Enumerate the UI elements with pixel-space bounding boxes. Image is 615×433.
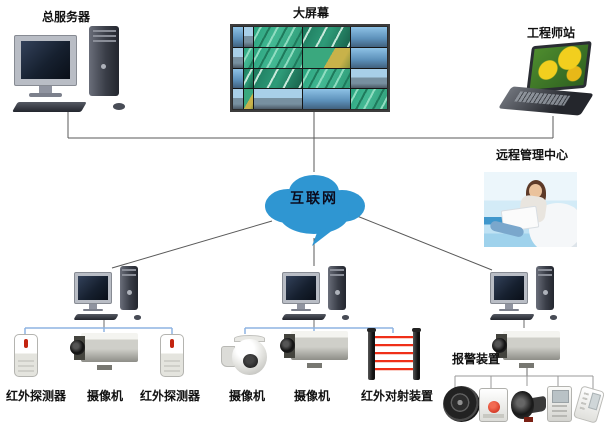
group1-device-label-3: 红外探测器 xyxy=(140,389,201,403)
pir-detector-image-2 xyxy=(160,334,184,377)
workstation-2-pc-image xyxy=(280,266,350,322)
workstation-1-pc-image xyxy=(72,266,142,322)
pir-detector-image-1 xyxy=(14,334,38,377)
remote-center-label: 远程管理中心 xyxy=(495,148,568,162)
server-mouse xyxy=(112,103,125,111)
laptop-keyboard xyxy=(498,86,594,116)
server-label: 总服务器 xyxy=(41,10,90,24)
intercom-keypad-image xyxy=(547,386,572,422)
server-tower xyxy=(89,26,120,96)
ir-beam-barrier-image xyxy=(366,328,422,380)
group2-device-label-1: 摄像机 xyxy=(228,389,265,403)
internet-label: 互联网 xyxy=(290,191,338,207)
server-keyboard xyxy=(12,101,88,112)
server-monitor xyxy=(14,34,77,86)
group2-device-label-3: 红外对射装置 xyxy=(360,389,433,403)
box-camera-image-1 xyxy=(70,330,138,370)
group1-device-label-2: 摄像机 xyxy=(86,389,123,403)
big-screen-label: 大屏幕 xyxy=(292,6,329,20)
server-pc-image xyxy=(12,26,126,114)
laptop-screen xyxy=(526,41,592,93)
alarm-device-label: 报警装置 xyxy=(451,352,500,366)
dome-camera-image xyxy=(221,332,268,380)
alarm-speaker-image xyxy=(443,386,480,422)
box-camera-image-3 xyxy=(492,328,560,368)
laptop-image xyxy=(498,41,594,116)
panic-button-image xyxy=(479,388,508,422)
group2-device-label-2: 摄像机 xyxy=(293,389,330,403)
engineer-station-label: 工程师站 xyxy=(526,26,575,40)
remote-operator-photo xyxy=(484,172,577,247)
internet-cloud: 互联网 xyxy=(258,166,370,250)
workstation-3-pc-image xyxy=(488,266,558,322)
video-wall-image xyxy=(230,24,390,112)
siren-horn-image xyxy=(511,388,548,422)
group1-device-label-1: 红外探测器 xyxy=(6,389,67,403)
box-camera-image-2 xyxy=(280,328,348,368)
